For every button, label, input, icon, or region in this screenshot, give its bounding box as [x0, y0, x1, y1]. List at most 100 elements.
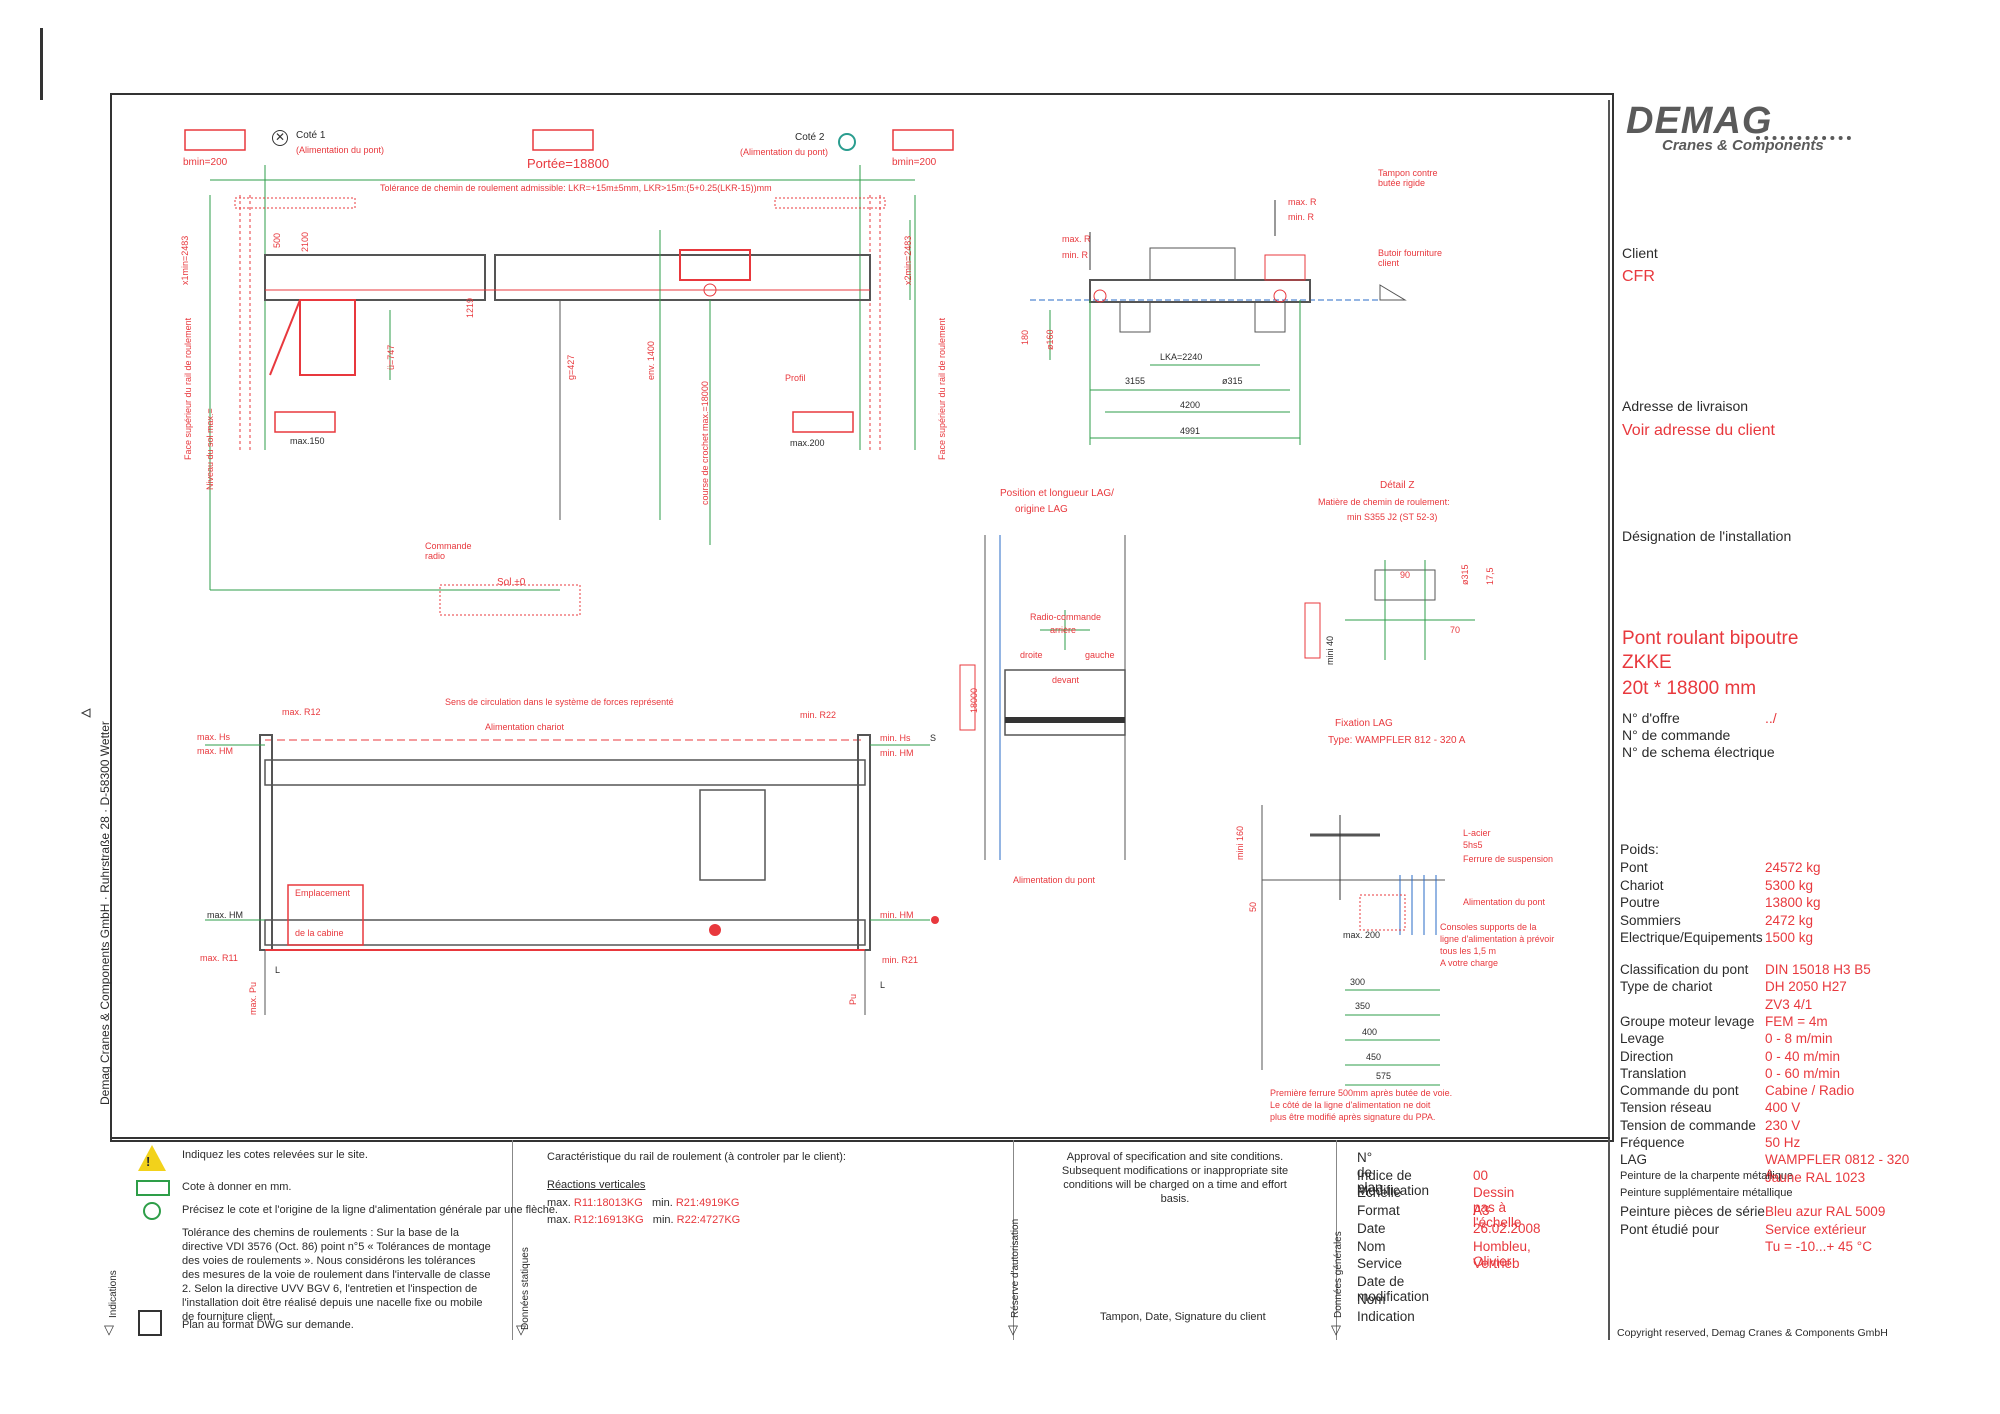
weight-row-value: 24572 kg [1765, 860, 1821, 875]
plan-row-value: Hombleu, Olivier [1473, 1238, 1531, 1269]
face-sup-left: Face supérieur du rail de roulement [183, 317, 193, 460]
static-triangle-icon: ▽ [516, 1322, 526, 1337]
premiere-2: Le côté de la ligne d'alimentation ne do… [1270, 1100, 1431, 1110]
arriere: arrière [1050, 625, 1077, 635]
indication-line-2: Cote à donner en mm. [182, 1181, 292, 1193]
weight-row-label: Chariot [1620, 877, 1664, 893]
spec-row-label: Peinture de la charpente métallique [1620, 1169, 1794, 1182]
feed-circle-icon [143, 1202, 161, 1220]
weight-row-value: 1500 kg [1765, 930, 1814, 945]
plan-row-label: Echelle [1357, 1185, 1402, 1201]
plan-row-label: N° de plan [1357, 1150, 1383, 1195]
position-lag-1: Position et longueur LAG/ [1000, 488, 1114, 499]
dim-747: ü=747 [386, 344, 396, 370]
spec-row-label: Tension de commande [1620, 1117, 1756, 1133]
title-block-divider [1608, 100, 1610, 1340]
r11-value: R11:18013KG [573, 1197, 643, 1209]
plan-row-value: Vertrieb [1473, 1256, 1520, 1272]
plan-row-label: Format [1357, 1203, 1400, 1219]
demag-logo: DEMAG Cranes & Components [1626, 100, 1851, 154]
plan-row-label: Date de modification [1357, 1273, 1430, 1304]
drawing-frame [110, 93, 1614, 1142]
r21-prefix: min. [651, 1197, 673, 1209]
cote1-label: Coté 1 [296, 130, 326, 141]
fixation-lag-view [1261, 805, 1445, 1086]
matiere-1: Matière de chemin de roulement: [1318, 497, 1450, 507]
bmin-left: bmin=200 [183, 157, 228, 168]
min-r-right: min. R [1288, 212, 1315, 222]
dim-427: g=427 [566, 354, 576, 380]
weight-row-value: 5300 kg [1765, 877, 1814, 893]
designation-line-1: Pont roulant bipoutre [1622, 628, 1799, 649]
delivery-label: Adresse de livraison [1622, 398, 1749, 414]
spec-row: Type de chariot DH 2050 H27 [1620, 979, 1920, 996]
emplacement: Emplacement [295, 888, 351, 898]
d450: 450 [1366, 1052, 1382, 1062]
weight-row-label: Sommiers [1620, 912, 1681, 928]
r12-value: R12:16913KG [573, 1214, 644, 1226]
spec-row-value: Service extérieur [1765, 1221, 1867, 1237]
gauche: gauche [1085, 650, 1115, 660]
plan-row-label: Indication [1357, 1309, 1415, 1325]
spec-row-value: DIN 15018 H3 B5 [1765, 962, 1871, 977]
warning-exclamation: ! [146, 1154, 151, 1169]
pu: Pu [848, 993, 858, 1005]
max-200: max.200 [790, 438, 825, 448]
plan-view [205, 734, 939, 1015]
spec-row-label: Type de chariot [1620, 979, 1713, 995]
client-value: CFR [1622, 268, 1655, 285]
plan-row-label: Nom [1357, 1238, 1386, 1254]
consoles-1: Consoles supports de la [1440, 922, 1537, 932]
d90: 90 [1400, 570, 1411, 580]
cote2-label: Coté 2 [795, 132, 825, 143]
min-hm: min. HM [880, 748, 914, 758]
indication-line-3: Précisez le cote et l'origine de la lign… [182, 1204, 558, 1216]
offer-label: N° d'offre [1622, 710, 1680, 726]
d50: 50 [1248, 901, 1258, 912]
profil: Profil [785, 373, 806, 383]
r21-value: R21:4919KG [675, 1197, 740, 1209]
consoles-2: ligne d'alimentation à prévoir [1440, 934, 1555, 944]
weight-row: Chariot 5300 kg [1620, 878, 1920, 895]
spec-row-value: Jaune RAL 1023 [1765, 1169, 1866, 1185]
stamp-label: Tampon, Date, Signature du client [1100, 1311, 1266, 1323]
static-section-label: Données statiques [520, 1247, 531, 1330]
spec-row: Tu = -10...+ 45 °C [1620, 1239, 1920, 1256]
mini160: mini 160 [1235, 825, 1245, 860]
detail-z: Détail Z [1380, 480, 1415, 491]
weight-row-label: Pont [1620, 860, 1648, 875]
plan-row-label: Indice de Modification [1357, 1167, 1430, 1198]
r22-value: R22:4727KG [676, 1214, 741, 1226]
radio-cmd: Radio-commande [1030, 612, 1102, 622]
r11-prefix: max. [547, 1197, 571, 1209]
plan-row-value: 26.02.2008 [1473, 1220, 1541, 1236]
spec-row-value: 0 - 40 m/min [1765, 1048, 1841, 1064]
spec-row-value: DH 2050 H27 [1765, 979, 1847, 995]
dim-1219: 1219 [465, 297, 475, 318]
s-right: S [930, 733, 937, 743]
l-right: L [880, 980, 886, 990]
scan-mark [40, 28, 43, 100]
max-r-left: max. R [1062, 234, 1091, 244]
d315: ø315 [1222, 376, 1243, 386]
spec-row-label: Tension réseau [1620, 1100, 1712, 1116]
min-hm-2: min. HM [880, 910, 914, 920]
max200b: max. 200 [1343, 930, 1381, 940]
d400: 400 [1362, 1027, 1378, 1037]
spec-row: ZV3 4/1 [1620, 997, 1920, 1014]
tolerance-text: Tolérance des chemins de roulements : Su… [182, 1227, 491, 1323]
dim-500: 500 [272, 232, 282, 248]
d4200: 4200 [1180, 400, 1201, 410]
spec-row-label: LAG [1620, 1152, 1648, 1168]
d3155: 3155 [1125, 376, 1146, 386]
matiere-2: min S355 J2 (ST 52-3) [1347, 512, 1438, 522]
